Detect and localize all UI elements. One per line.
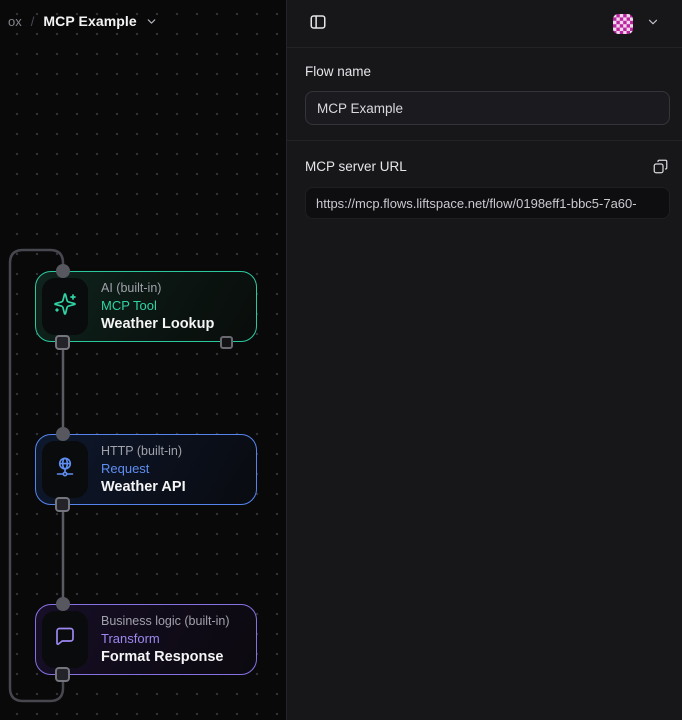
node-icon-box [42, 441, 88, 498]
side-output-handle-node1[interactable] [220, 336, 233, 349]
output-handle-node3[interactable] [55, 667, 70, 682]
header-right [613, 13, 662, 34]
flow-name-label: Flow name [305, 64, 372, 79]
breadcrumb-current[interactable]: MCP Example [43, 13, 137, 29]
node-text: AI (built-in) MCP Tool Weather Lookup [101, 278, 214, 335]
breadcrumb-parent[interactable]: ox [8, 13, 22, 29]
node-http-request[interactable]: HTTP (built-in) Request Weather API [35, 434, 257, 505]
breadcrumb: ox / MCP Example [8, 13, 158, 29]
copy-icon [653, 159, 668, 174]
server-url-section: MCP server URL [287, 141, 682, 234]
node-title: Weather Lookup [101, 315, 215, 332]
node-type: Transform [101, 630, 160, 646]
server-url-label-row: MCP server URL [305, 157, 670, 176]
chat-bubble-icon [53, 625, 77, 654]
node-mcp-tool[interactable]: AI (built-in) MCP Tool Weather Lookup [35, 271, 257, 342]
server-url-label: MCP server URL [305, 159, 407, 174]
input-handle-node1[interactable] [56, 264, 70, 278]
sidebar-toggle-button[interactable] [307, 11, 329, 36]
copy-url-button[interactable] [651, 157, 670, 176]
flow-name-section: Flow name [287, 48, 682, 141]
breadcrumb-separator: / [30, 13, 35, 29]
output-handle-node2[interactable] [55, 497, 70, 512]
input-handle-node3[interactable] [56, 597, 70, 611]
panel-header [287, 0, 682, 48]
node-icon-box [42, 611, 88, 668]
sparkles-icon [53, 292, 77, 321]
input-handle-node2[interactable] [56, 427, 70, 441]
globe-icon [53, 455, 77, 484]
account-menu-button[interactable] [644, 13, 662, 34]
chevron-down-icon [646, 15, 660, 32]
chevron-down-icon[interactable] [145, 15, 158, 28]
node-text: Business logic (built-in) Transform Form… [101, 611, 230, 668]
panel-left-icon [309, 13, 327, 34]
node-type: Request [101, 460, 150, 476]
node-type: MCP Tool [101, 297, 157, 313]
settings-panel: Flow name MCP server URL [286, 0, 682, 720]
node-text: HTTP (built-in) Request Weather API [101, 441, 186, 498]
node-category: AI (built-in) [101, 280, 162, 295]
edge-loop-response [8, 248, 65, 703]
flow-name-input[interactable] [305, 91, 670, 125]
output-handle-node1[interactable] [55, 335, 70, 350]
node-category: Business logic (built-in) [101, 613, 230, 628]
node-category: HTTP (built-in) [101, 443, 183, 458]
node-transform[interactable]: Business logic (built-in) Transform Form… [35, 604, 257, 675]
node-title: Weather API [101, 478, 186, 495]
flow-edges [8, 248, 65, 703]
node-icon-box [42, 278, 88, 335]
avatar[interactable] [613, 13, 633, 34]
flow-canvas[interactable]: ox / MCP Example AI (b [0, 0, 286, 720]
node-title: Format Response [101, 648, 224, 665]
server-url-input[interactable] [305, 187, 670, 219]
